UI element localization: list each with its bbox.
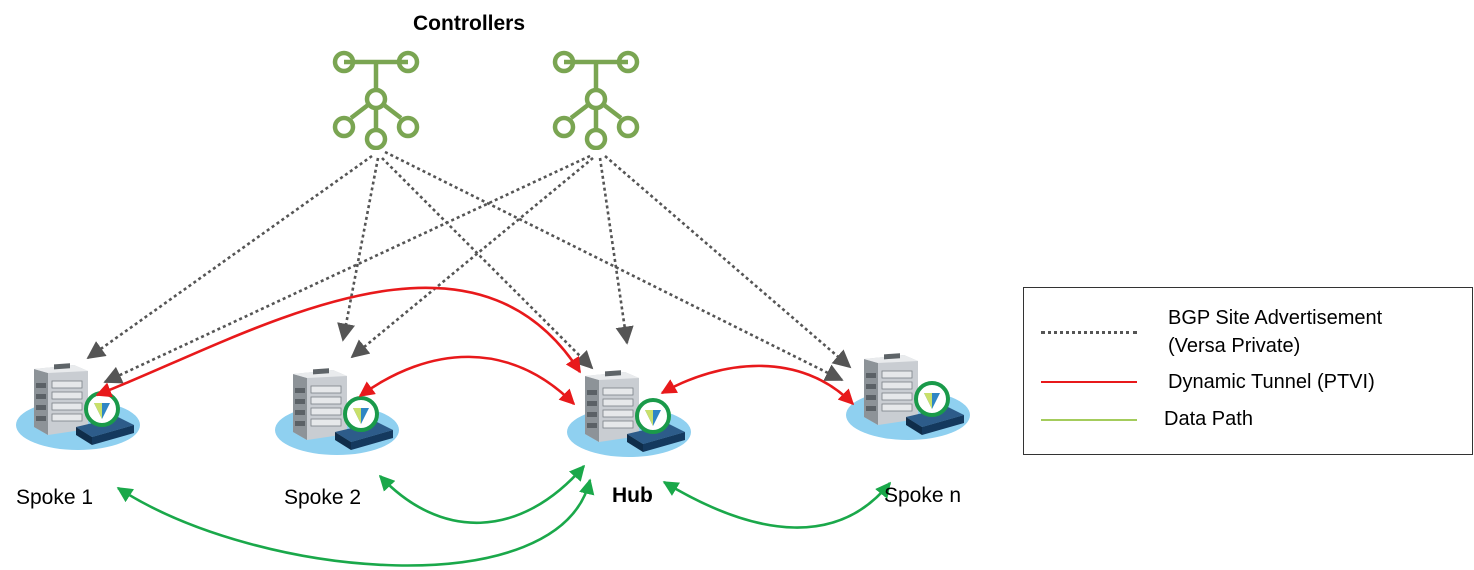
tunnel-hub-spoken [660, 364, 855, 406]
node-label-spoken: Spoke n [884, 484, 962, 507]
tunnel-spoke1-hub [95, 286, 582, 398]
legend-bgp-label-1: BGP Site Advertisement [1168, 307, 1383, 329]
bgp-c1-spoke2 [337, 157, 380, 342]
legend-bgp-label-2: (Versa Private) [1168, 335, 1301, 357]
bgp-links [86, 150, 852, 384]
hub-site-icon [567, 368, 693, 459]
legend-bgp-swatch [1041, 331, 1137, 334]
controller-icon [335, 53, 417, 148]
bgp-c1-spoken [384, 150, 844, 382]
bgp-c1-spoke1 [86, 154, 373, 360]
spoken-site-icon [846, 351, 972, 442]
controller-icon [555, 53, 637, 148]
node-label-hub: Hub [612, 484, 653, 507]
legend-tunnel-swatch [1041, 381, 1137, 383]
legend-tunnel-label: Dynamic Tunnel (PTVI) [1168, 371, 1375, 393]
tunnel-spoke2-hub [358, 355, 576, 406]
data-spoke1-hub [116, 478, 595, 567]
bgp-c1-hub [381, 157, 594, 370]
bgp-c2-spoken [604, 155, 852, 369]
controllers-title: Controllers [413, 12, 526, 35]
legend-data-swatch [1041, 419, 1137, 421]
tunnel-links [95, 286, 855, 406]
data-hub-spoken [662, 480, 892, 529]
node-label-spoke2: Spoke 2 [284, 486, 362, 509]
data-links [116, 464, 892, 567]
spoke1-site-icon [16, 361, 142, 452]
data-spoke2-hub [378, 464, 586, 525]
bgp-c2-spoke2 [350, 156, 594, 359]
bgp-c2-hub [598, 157, 634, 345]
legend: BGP Site Advertisement (Versa Private) D… [1023, 287, 1473, 455]
bgp-c2-spoke1 [103, 154, 591, 384]
legend-data-label: Data Path [1164, 408, 1253, 430]
node-label-spoke1: Spoke 1 [16, 486, 94, 509]
